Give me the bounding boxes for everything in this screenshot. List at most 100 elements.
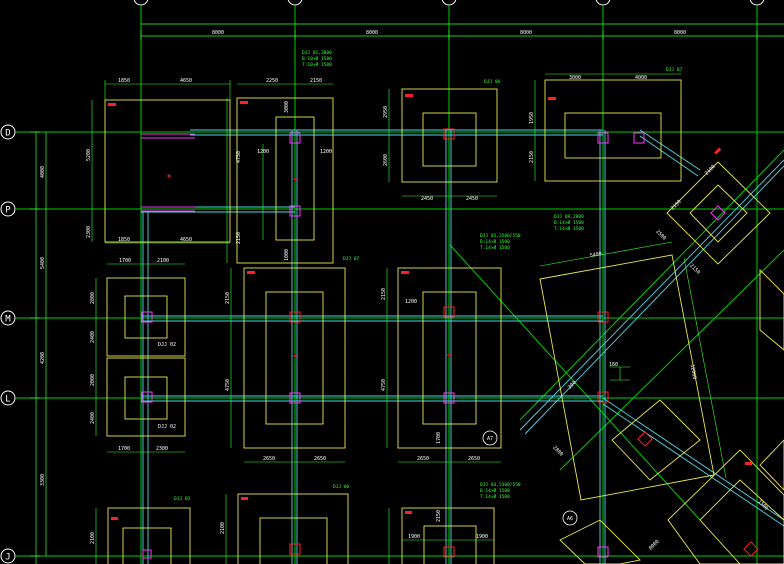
svg-text:DJJ 06: DJJ 06 xyxy=(484,79,501,85)
svg-text:300: 300 xyxy=(567,380,578,391)
svg-text:DJJ 02: DJJ 02 xyxy=(158,424,176,430)
svg-text:1850: 1850 xyxy=(118,237,130,243)
dimension-chain-labels: 8000 8000 8000 8000 4000 5400 4200 3300 xyxy=(40,30,686,486)
svg-text:2450: 2450 xyxy=(466,196,478,202)
svg-text:DJJ 01,3000: DJJ 01,3000 xyxy=(302,50,332,56)
axis-bubble-M: M xyxy=(0,310,16,326)
svg-text:160: 160 xyxy=(609,362,618,368)
svg-text:4750: 4750 xyxy=(225,379,231,391)
svg-text:4000: 4000 xyxy=(635,75,647,81)
svg-text:8000: 8000 xyxy=(648,539,661,552)
svg-text:DJJ 03: DJJ 03 xyxy=(174,496,191,502)
svg-text:L: L xyxy=(5,395,10,405)
marker-A7: A7 xyxy=(482,430,498,446)
svg-text:DJJ 05,2500/550: DJJ 05,2500/550 xyxy=(480,233,521,239)
piles xyxy=(167,128,759,558)
svg-text:5400: 5400 xyxy=(589,251,602,259)
svg-text:2500: 2500 xyxy=(654,229,667,242)
svg-text:2400: 2400 xyxy=(90,331,96,343)
svg-text:2400: 2400 xyxy=(90,412,96,424)
svg-text:2450: 2450 xyxy=(421,196,433,202)
svg-text:B:10×Ø 1500: B:10×Ø 1500 xyxy=(302,55,332,62)
footing-labels: 1850 4650 1850 4650 5200 2300 DJJ 01,300… xyxy=(86,50,769,552)
svg-text:1850: 1850 xyxy=(118,78,130,84)
svg-text:2100: 2100 xyxy=(90,532,96,544)
svg-text:1900: 1900 xyxy=(476,534,488,540)
svg-text:2100: 2100 xyxy=(157,258,169,264)
svg-text:3000: 3000 xyxy=(284,101,290,113)
svg-text:8000: 8000 xyxy=(520,30,532,36)
svg-text:DJJ 09,2800: DJJ 09,2800 xyxy=(554,214,584,220)
svg-text:12000: 12000 xyxy=(689,364,698,380)
svg-text:2150: 2150 xyxy=(381,288,387,300)
svg-text:1950: 1950 xyxy=(529,112,535,124)
tie-beams xyxy=(141,129,784,564)
svg-text:4750: 4750 xyxy=(236,151,242,163)
svg-text:8000: 8000 xyxy=(674,30,686,36)
svg-text:2250: 2250 xyxy=(266,78,278,84)
axis-bubble-J: J xyxy=(0,548,16,564)
svg-text:DJJ 04,5300/550: DJJ 04,5300/550 xyxy=(480,482,521,488)
svg-text:B:14×Ø 1500: B:14×Ø 1500 xyxy=(480,487,510,494)
svg-text:J: J xyxy=(5,553,10,563)
svg-text:2150: 2150 xyxy=(688,263,701,276)
svg-text:B:14×Ø 1500: B:14×Ø 1500 xyxy=(554,219,584,226)
axis-bubbles: D P M L J xyxy=(0,0,765,564)
svg-text:A6: A6 xyxy=(567,516,573,522)
svg-text:2150: 2150 xyxy=(310,78,322,84)
svg-text:2000: 2000 xyxy=(90,374,96,386)
svg-text:5400: 5400 xyxy=(40,257,46,269)
svg-text:8000: 8000 xyxy=(212,30,224,36)
svg-text:4000: 4000 xyxy=(40,166,46,178)
svg-text:1200: 1200 xyxy=(405,299,417,305)
columns xyxy=(141,132,726,559)
footings xyxy=(104,79,784,564)
svg-text:1700: 1700 xyxy=(118,446,130,452)
svg-text:2150: 2150 xyxy=(236,232,242,244)
svg-text:2150: 2150 xyxy=(529,151,535,163)
svg-text:2650: 2650 xyxy=(263,456,275,462)
marker-A6: A6 xyxy=(562,510,578,526)
svg-text:2800: 2800 xyxy=(90,292,96,304)
svg-text:2300: 2300 xyxy=(156,446,168,452)
axis-bubble-L: L xyxy=(0,390,16,406)
svg-text:4650: 4650 xyxy=(180,78,192,84)
axis-bubble-D: D xyxy=(0,124,16,140)
svg-text:2650: 2650 xyxy=(417,456,429,462)
svg-text:1700: 1700 xyxy=(119,258,131,264)
svg-text:DJJ 06: DJJ 06 xyxy=(333,484,350,490)
svg-text:2650: 2650 xyxy=(468,456,480,462)
svg-text:1700: 1700 xyxy=(436,432,442,444)
svg-text:DJJ 02: DJJ 02 xyxy=(158,342,176,348)
dimension-chains xyxy=(30,23,784,564)
svg-text:2150: 2150 xyxy=(436,510,442,522)
svg-text:3000: 3000 xyxy=(569,75,581,81)
svg-text:T:14×Ø 1500: T:14×Ø 1500 xyxy=(554,225,584,232)
svg-text:4200: 4200 xyxy=(40,352,46,364)
svg-text:2600: 2600 xyxy=(383,154,389,166)
grid-axes xyxy=(16,6,784,564)
svg-text:2100: 2100 xyxy=(220,522,226,534)
svg-text:4650: 4650 xyxy=(180,237,192,243)
svg-text:2950: 2950 xyxy=(383,106,389,118)
svg-text:8000: 8000 xyxy=(366,30,378,36)
svg-text:D: D xyxy=(5,129,10,139)
svg-text:1900: 1900 xyxy=(408,534,420,540)
svg-text:1500: 1500 xyxy=(756,499,769,512)
svg-text:4750: 4750 xyxy=(381,379,387,391)
svg-text:3300: 3300 xyxy=(40,474,46,486)
svg-text:1200: 1200 xyxy=(257,149,269,155)
svg-text:DJJ 07: DJJ 07 xyxy=(343,256,360,262)
svg-text:2800: 2800 xyxy=(551,445,564,458)
tag-marks xyxy=(108,94,752,520)
svg-text:2300: 2300 xyxy=(86,226,92,238)
svg-text:5200: 5200 xyxy=(86,149,92,161)
svg-text:T:14×Ø 1500: T:14×Ø 1500 xyxy=(480,244,510,251)
svg-text:B:14×Ø 1500: B:14×Ø 1500 xyxy=(480,238,510,245)
svg-text:P: P xyxy=(5,206,11,216)
svg-text:2650: 2650 xyxy=(314,456,326,462)
svg-text:2150: 2150 xyxy=(670,199,683,212)
svg-text:T:10×Ø 1500: T:10×Ø 1500 xyxy=(302,61,332,68)
svg-text:M: M xyxy=(5,315,11,325)
